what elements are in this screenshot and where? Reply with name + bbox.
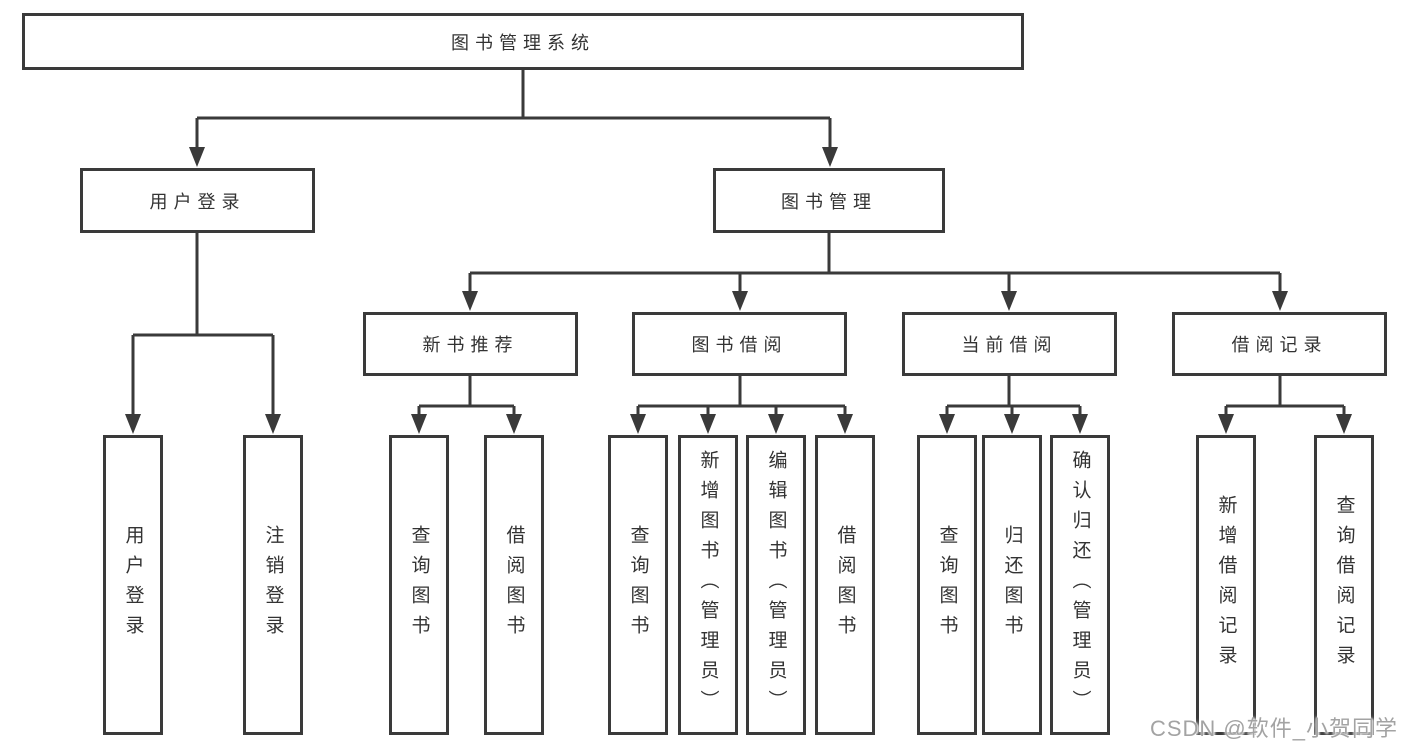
node-label: 借阅记录 [1231, 335, 1328, 355]
leaf-query-borrow-record: 查询借阅记录 [1314, 435, 1374, 735]
leaf-borrow-books-borrow: 借阅图书 [815, 435, 875, 735]
leaf-query-books-borrow: 查询图书 [608, 435, 668, 735]
node-label: 确认归还（管理员） [1069, 450, 1091, 720]
node-label: 用户登录 [149, 191, 246, 212]
leaf-user-login: 用户登录 [103, 435, 163, 735]
leaf-return-book: 归还图书 [982, 435, 1042, 735]
node-new-book-recommend: 新书推荐 [363, 312, 578, 376]
leaf-edit-book-admin: 编辑图书（管理员） [746, 435, 806, 735]
node-label: 图书借阅 [691, 335, 788, 355]
node-label: 查询借阅记录 [1333, 495, 1355, 675]
node-label: 新增借阅记录 [1215, 495, 1237, 675]
node-label: 借阅图书 [503, 525, 525, 645]
leaf-logout-login: 注销登录 [243, 435, 303, 735]
arrowheads [125, 147, 1352, 434]
node-label: 归还图书 [1001, 525, 1023, 645]
node-root-system: 图书管理系统 [22, 13, 1024, 70]
node-current-borrow: 当前借阅 [902, 312, 1117, 376]
node-label: 图书管理 [781, 191, 877, 212]
node-label: 查询图书 [408, 525, 430, 645]
leaf-add-borrow-record: 新增借阅记录 [1196, 435, 1256, 735]
csdn-watermark: CSDN @软件_小贺同学 [1149, 716, 1398, 741]
leaf-confirm-return-admin: 确认归还（管理员） [1050, 435, 1110, 735]
node-label: 查询图书 [936, 525, 958, 645]
node-root-label: 图书管理系统 [451, 32, 595, 53]
node-borrow-records: 借阅记录 [1172, 312, 1387, 376]
node-label: 借阅图书 [834, 525, 856, 645]
node-label: 新增图书（管理员） [697, 450, 719, 720]
node-book-borrow: 图书借阅 [632, 312, 847, 376]
leaf-query-books-recommend: 查询图书 [389, 435, 449, 735]
node-label: 编辑图书（管理员） [765, 450, 787, 720]
node-label: 注销登录 [262, 525, 284, 645]
node-label: 新书推荐 [422, 335, 519, 355]
leaf-add-book-admin: 新增图书（管理员） [678, 435, 738, 735]
node-label: 用户登录 [122, 525, 144, 645]
node-label: 查询图书 [627, 525, 649, 645]
leaf-query-books-current: 查询图书 [917, 435, 977, 735]
node-user-login: 用户登录 [80, 168, 315, 233]
leaf-borrow-books-recommend: 借阅图书 [484, 435, 544, 735]
node-label: 当前借阅 [961, 335, 1058, 355]
node-book-management: 图书管理 [713, 168, 945, 233]
